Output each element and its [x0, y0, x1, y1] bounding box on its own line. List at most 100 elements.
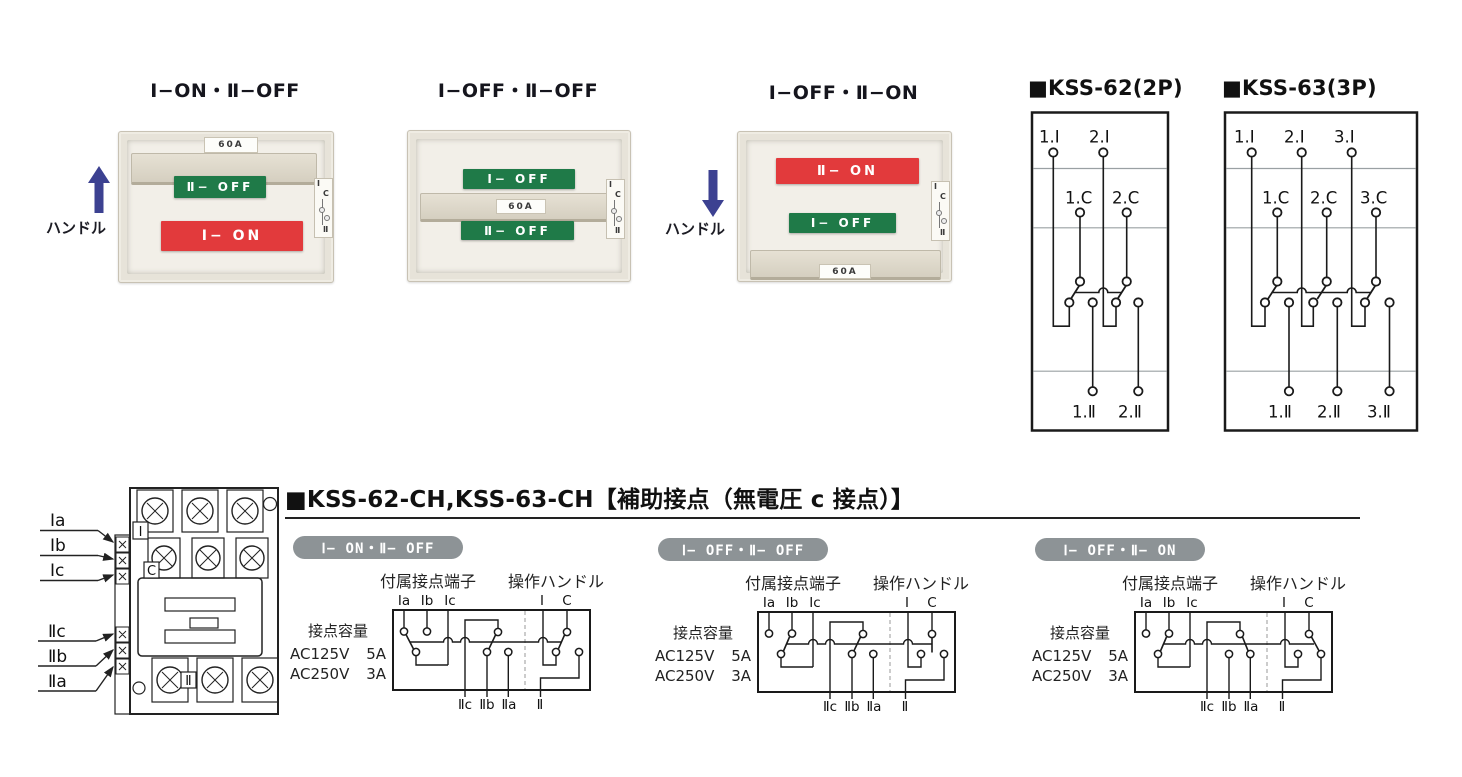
- mechanical-link: [786, 638, 932, 645]
- terminal-label: 2.C: [1112, 189, 1139, 208]
- terminal-label: Ⅱa: [502, 697, 517, 712]
- terminal-label: Ⅱ: [1279, 699, 1286, 714]
- position-title-1: Ⅰ−ON・Ⅱ−OFF: [150, 80, 300, 102]
- indicator-letter: C: [940, 192, 946, 201]
- terminal-labels: Ⅰa Ⅰb Ⅰc Ⅰ C Ⅱc Ⅱb Ⅱa Ⅱ: [763, 596, 937, 714]
- aux-section-header: ■KSS-62-CH,KSS-63-CH【補助接点（無電圧 c 接点）】: [285, 487, 915, 513]
- rating-voltage: AC125V: [290, 645, 350, 663]
- terminal-label: Ⅱb: [1221, 699, 1236, 714]
- terminal-label: Ⅱ: [537, 697, 544, 712]
- position-title-3: Ⅰ−OFF・Ⅱ−ON: [768, 82, 919, 104]
- contact-rating: 接点容量 AC125V 5A AC250V 3A: [1030, 622, 1130, 686]
- terminal-label: Ⅰ: [540, 594, 544, 609]
- callout-label: Ⅰc: [50, 561, 64, 581]
- aux-circuit: Ⅰa Ⅰb Ⅰc Ⅰ C Ⅱc Ⅱb Ⅱa Ⅱ: [392, 594, 591, 712]
- indicator-letter: C: [323, 189, 329, 198]
- rating-row: AC250V 3A: [288, 664, 388, 684]
- indicator-letter: Ⅱ: [615, 226, 621, 235]
- diagram-border: [1030, 111, 1170, 432]
- mechanical-link: [410, 636, 562, 643]
- terminal-label: 2.Ⅰ: [1089, 128, 1110, 147]
- terminal-labels: 1.Ⅰ 2.Ⅰ 3.Ⅰ 1.C 2.C 3.C 1.Ⅱ 2.Ⅱ 3.Ⅱ: [1234, 128, 1391, 422]
- rating-current: 5A: [366, 645, 386, 663]
- handle-label-right: ハンドル: [664, 220, 725, 238]
- rating-row: AC250V 3A: [653, 666, 753, 686]
- aux-diagram-group-1: Ⅰ− ON・Ⅱ− OFF 付属接点端子 操作ハンドル 接点容量 AC125V 5…: [288, 532, 633, 724]
- terminal-label: 1.Ⅱ: [1268, 403, 1292, 422]
- wires: [1052, 156, 1140, 387]
- indicator-dot: [611, 208, 617, 214]
- indicator-letter: Ⅰ: [317, 179, 320, 188]
- contact-blades: [782, 636, 933, 653]
- switch-photo-1: 60A Ⅱ− OFF Ⅰ− ON Ⅰ C Ⅱ: [118, 131, 334, 283]
- terminal-label: Ⅰ: [905, 596, 909, 611]
- terminal-label: 3.Ⅱ: [1367, 403, 1391, 422]
- terminal-label: Ⅱb: [844, 699, 859, 714]
- terminal-label: 1.C: [1262, 189, 1289, 208]
- terminals-header: 付属接点端子: [1121, 574, 1218, 593]
- handle-ledge: [131, 153, 317, 185]
- rating-current: 3A: [731, 667, 751, 685]
- contact-circles: [1141, 629, 1326, 659]
- terminal-label: 1.Ⅱ: [1072, 403, 1096, 422]
- arrow-up-icon: [88, 166, 110, 213]
- rating-current: 5A: [1108, 647, 1128, 665]
- terminal-label: Ⅰb: [1163, 596, 1176, 611]
- contact-circles: [764, 629, 949, 659]
- rating-voltage: AC250V: [290, 665, 350, 683]
- kss63-diagram: 1.Ⅰ 2.Ⅰ 3.Ⅰ 1.C 2.C 3.C 1.Ⅱ 2.Ⅱ 3.Ⅱ: [1223, 111, 1419, 432]
- terminal-label: Ⅰc: [1186, 596, 1197, 611]
- state-strip: Ⅱ− OFF: [461, 221, 574, 240]
- kss63-title: ■KSS-63(3P): [1222, 76, 1377, 100]
- terminal-label: Ⅰa: [1140, 596, 1152, 611]
- terminal-label: Ⅰc: [444, 594, 455, 609]
- state-strip: Ⅰ− OFF: [463, 169, 575, 189]
- terminal-labels: Ⅰa Ⅰb Ⅰc Ⅰ C Ⅱc Ⅱb Ⅱa Ⅱ: [1140, 596, 1314, 714]
- terminal-label: Ⅰa: [763, 596, 775, 611]
- terminal-label: 3.Ⅰ: [1334, 128, 1355, 147]
- rating-current: 3A: [366, 665, 386, 683]
- amp-sticker: 60A: [819, 264, 871, 279]
- terminal-label: 1.Ⅰ: [1039, 128, 1060, 147]
- callout-leaders: [38, 529, 115, 692]
- state-badge: Ⅰ− OFF・Ⅱ− OFF: [658, 538, 828, 561]
- rating-current: 5A: [731, 647, 751, 665]
- wires: [1250, 156, 1391, 387]
- terminal-label: Ⅰa: [398, 594, 410, 609]
- indicator-letter: C: [615, 190, 621, 199]
- mechanical-link: [1163, 638, 1314, 645]
- indicator-letter: Ⅱ: [940, 228, 946, 237]
- wires: [403, 609, 580, 697]
- contact-rating: 接点容量 AC125V 5A AC250V 3A: [288, 620, 388, 684]
- position-title-2: Ⅰ−OFF・Ⅱ−OFF: [437, 80, 599, 102]
- aux-diagram-group-3: Ⅰ− OFF・Ⅱ− ON 付属接点端子 操作ハンドル 接点容量 AC125V 5…: [1030, 534, 1375, 726]
- header-rule: [285, 517, 1360, 519]
- rating-voltage: AC250V: [1032, 667, 1092, 685]
- rating-title: 接点容量: [672, 624, 733, 642]
- callout-label: Ⅱc: [48, 622, 66, 642]
- terminal-label: C: [562, 594, 571, 609]
- arrow-down-icon: [702, 170, 724, 217]
- rating-voltage: AC125V: [655, 647, 715, 665]
- terminal-circles: [1048, 147, 1144, 397]
- rating-row: AC125V 5A: [288, 644, 388, 664]
- terminal-label: 1.C: [1065, 189, 1092, 208]
- terminal-label: C: [927, 596, 936, 611]
- terminal-label: Ⅱc: [823, 699, 837, 714]
- state-strip: Ⅱ− ON: [776, 158, 919, 184]
- terminal-label: 2.C: [1310, 189, 1337, 208]
- handle-down-arrow: [702, 170, 724, 217]
- terminal-label: Ⅰc: [809, 596, 820, 611]
- terminals-header: 付属接点端子: [379, 572, 476, 591]
- handle-header: 操作ハンドル: [1249, 574, 1346, 593]
- state-strip: Ⅰ− ON: [161, 221, 303, 251]
- state-strip: Ⅱ− OFF: [174, 176, 266, 198]
- terminal-label: Ⅰb: [421, 594, 434, 609]
- handle-header: 操作ハンドル: [872, 574, 969, 593]
- indicator-dot: [941, 218, 947, 224]
- position-indicator: Ⅰ C Ⅱ: [931, 181, 950, 241]
- terminals-header: 付属接点端子: [744, 574, 841, 593]
- handle-up-arrow: [88, 166, 110, 213]
- state-badge: Ⅰ− OFF・Ⅱ− ON: [1035, 538, 1205, 561]
